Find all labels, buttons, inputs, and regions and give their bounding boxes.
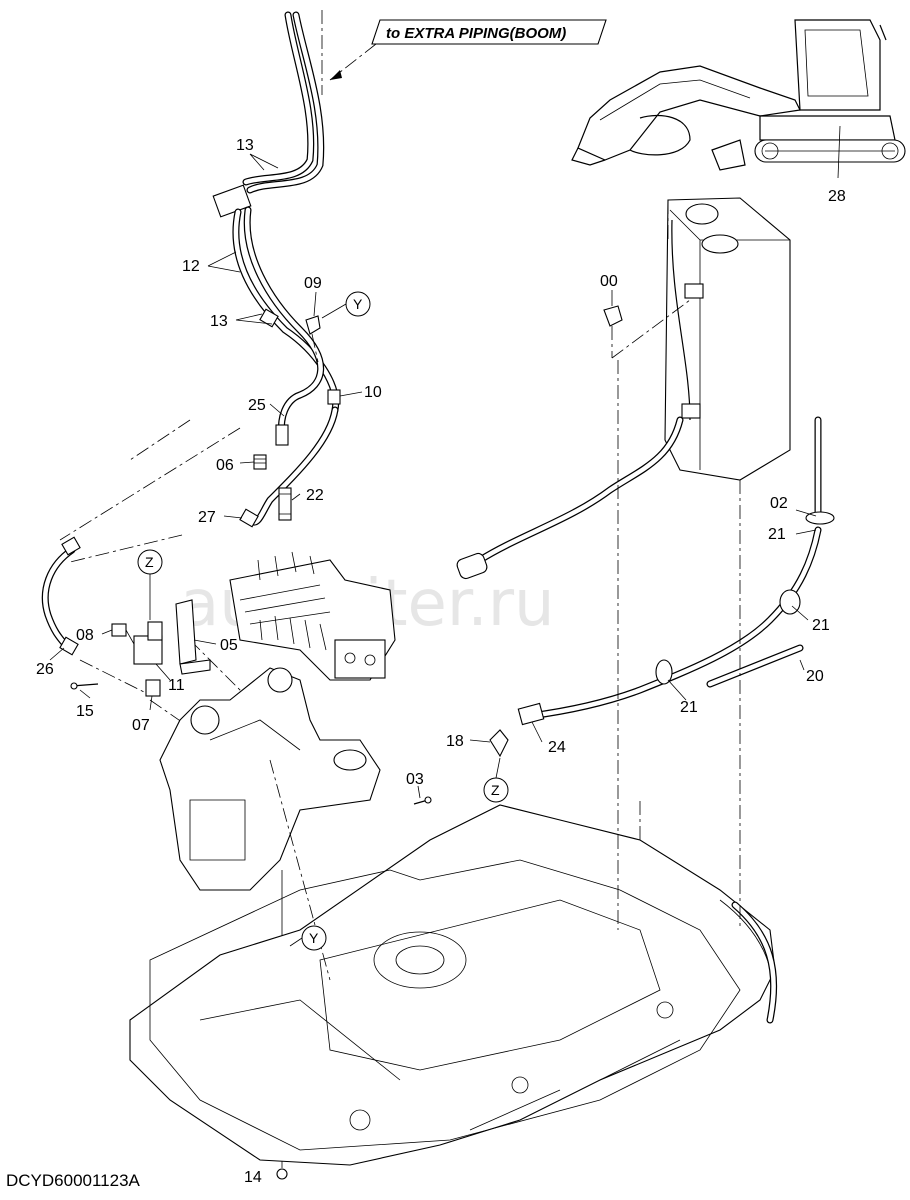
excavator-illustration	[571, 19, 906, 171]
label-09: 09	[304, 275, 322, 292]
label-02: 02	[770, 495, 788, 512]
label-27: 27	[198, 509, 216, 526]
solenoid-valve-assembly	[70, 599, 211, 697]
label-28: 28	[828, 188, 846, 205]
fitting-09	[305, 315, 321, 363]
label-07: 07	[132, 717, 150, 734]
label-22: 22	[306, 487, 324, 504]
label-05: 05	[220, 637, 238, 654]
callout-y-bottom-text: Y	[309, 930, 319, 946]
label-25: 25	[248, 397, 266, 414]
label-13-top: 13	[236, 137, 254, 154]
label-08: 08	[76, 627, 94, 644]
callout-z-left-text: Z	[145, 554, 154, 570]
fitting-27	[239, 508, 259, 528]
label-12: 12	[182, 258, 200, 275]
banner-text: to EXTRA PIPING(BOOM)	[386, 25, 566, 42]
label-21-b: 21	[812, 617, 830, 634]
label-00: 00	[600, 273, 618, 290]
fitting-06	[253, 454, 267, 470]
control-valve	[229, 551, 396, 681]
label-15: 15	[76, 703, 94, 720]
screw-03	[413, 796, 432, 805]
label-21-c: 21	[680, 699, 698, 716]
fitting-00	[603, 299, 691, 359]
label-06: 06	[216, 457, 234, 474]
label-14: 14	[244, 1169, 262, 1186]
label-13-mid: 13	[210, 313, 228, 330]
base-frame	[129, 804, 778, 1166]
callout-z-right-text: Z	[491, 782, 500, 798]
label-24: 24	[548, 739, 566, 756]
suction-hose	[456, 416, 684, 580]
swing-bracket	[159, 667, 381, 891]
label-03: 03	[406, 771, 424, 788]
label-18: 18	[446, 733, 464, 750]
label-21-a: 21	[768, 526, 786, 543]
label-20: 20	[806, 668, 824, 685]
label-26: 26	[36, 661, 54, 678]
fitting-22	[278, 487, 292, 521]
banner-to-extra-piping: to EXTRA PIPING(BOOM)	[329, 19, 607, 81]
leader-dash-a	[59, 427, 241, 541]
callout-y-top-text: Y	[353, 296, 363, 312]
upper-hose-assembly	[212, 10, 341, 526]
leader-28	[837, 125, 841, 179]
return-pipe	[489, 416, 835, 758]
label-11: 11	[168, 677, 185, 694]
hose-26	[41, 536, 81, 656]
hydraulic-tank	[664, 197, 791, 481]
label-10: 10	[364, 384, 382, 401]
drawing-code: DCYD60001123A	[6, 1171, 141, 1190]
